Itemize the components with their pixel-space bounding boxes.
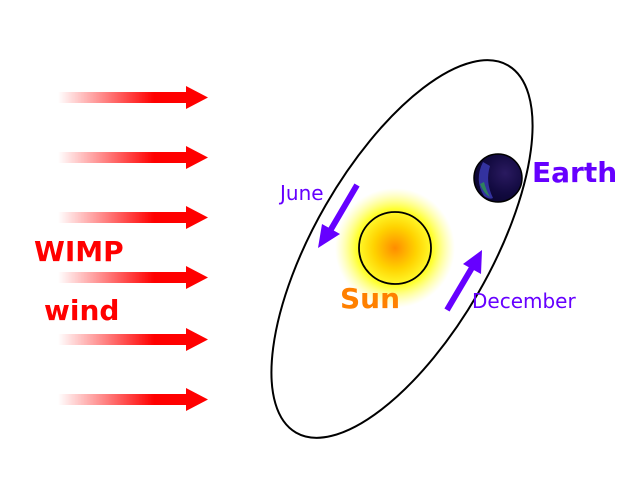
december-label: December [472,289,576,313]
sun-disk [358,211,432,285]
right-arrow-icon [58,146,208,169]
wimp-label: WIMP [34,235,124,268]
sun-glow [335,188,455,308]
right-arrow-icon [58,388,208,411]
right-arrow-icon [58,328,208,351]
sun [335,188,455,308]
right-arrow-icon [58,266,208,289]
earth-orbit [270,59,534,439]
right-arrow-icon [58,206,208,229]
june-label: June [278,181,324,205]
earth [473,153,523,203]
earth-label: Earth [532,156,617,189]
wind-arrows [58,86,208,411]
right-arrow-icon [58,86,208,109]
orbit-direction-arrow-icon [318,183,360,248]
wind-label: wind [44,294,119,327]
sun-label: Sun [340,282,400,315]
orbit-direction-arrow-icon [444,250,482,312]
